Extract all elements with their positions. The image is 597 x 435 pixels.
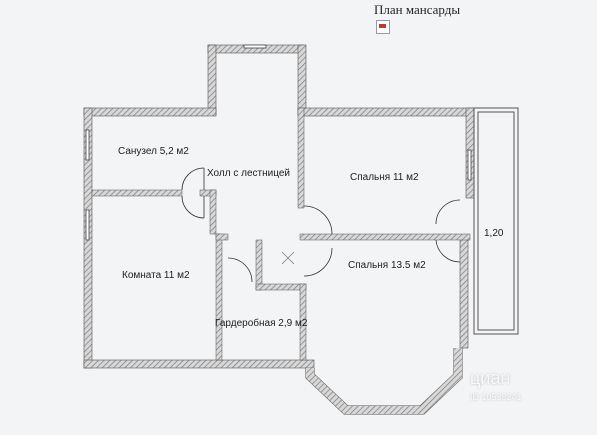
- door-swings: [181, 167, 461, 283]
- bay-window-wall: [305, 348, 463, 415]
- room-label-bedroom-1: Спальня 11 м2: [350, 172, 419, 183]
- document-icon: [376, 20, 390, 34]
- windows: [85, 44, 472, 241]
- room-label-wardrobe: Гардеробная 2,9 м2: [215, 318, 308, 329]
- room-label-bedroom-2: Спальня 13.5 м2: [348, 260, 426, 271]
- interior-walls: [91, 107, 471, 361]
- room-label-bathroom: Санузел 5,2 м2: [118, 146, 189, 157]
- stair-marker: [281, 251, 295, 265]
- watermark-brand: циан: [470, 368, 511, 388]
- balcony: [473, 107, 519, 335]
- plan-title: План мансарды: [374, 2, 461, 17]
- room-label-room: Комната 11 м2: [122, 270, 190, 281]
- dimension-label: 1,20: [484, 228, 504, 239]
- watermark-id: ID 10538241: [470, 392, 522, 402]
- room-label-hall: Холл с лестницей: [207, 168, 290, 179]
